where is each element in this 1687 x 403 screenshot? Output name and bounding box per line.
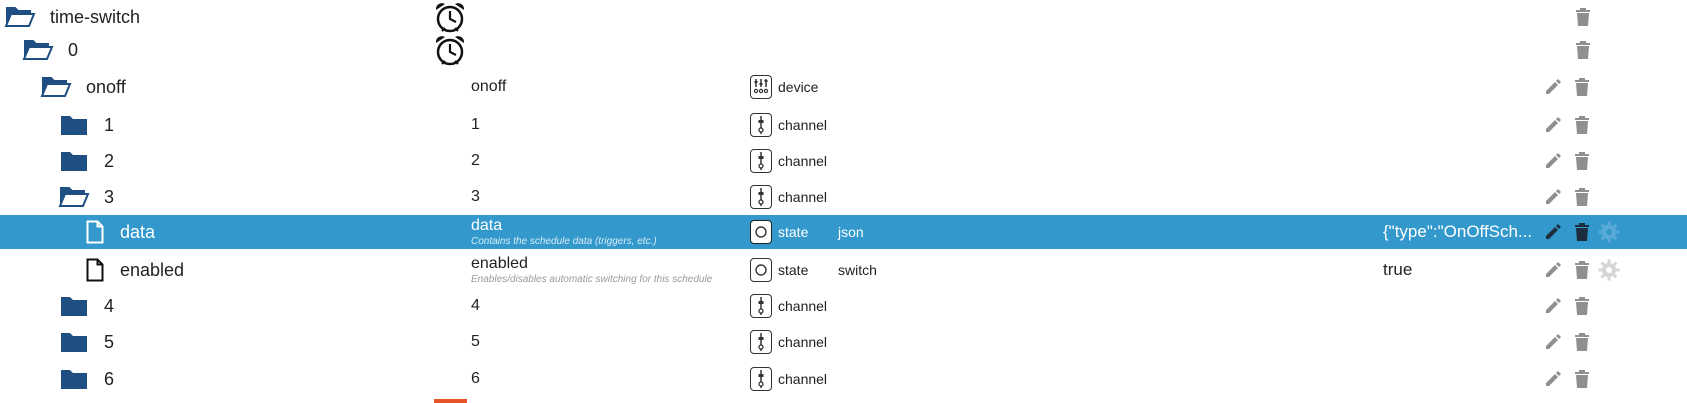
object-type: device — [778, 79, 819, 95]
object-value[interactable]: true — [1383, 260, 1413, 279]
edit-icon[interactable] — [1541, 367, 1565, 391]
delete-icon[interactable] — [1570, 294, 1594, 318]
folder-open-icon[interactable] — [58, 185, 90, 209]
delete-icon[interactable] — [1570, 367, 1594, 391]
tree-row-label: data — [120, 221, 156, 242]
folder-open-icon[interactable] — [40, 75, 72, 99]
object-type: channel — [778, 153, 828, 169]
delete-icon[interactable] — [1570, 185, 1594, 209]
object-name: 4 — [471, 297, 480, 314]
tree-row-5[interactable]: 5 5 channel — [0, 325, 1687, 359]
tree-row-onoff[interactable]: onoff onoff device — [0, 70, 1687, 104]
state-icon — [750, 258, 772, 282]
alarm-clock-icon — [433, 33, 467, 67]
alarm-clock-icon — [433, 0, 467, 34]
object-role: json — [838, 224, 864, 240]
delete-icon[interactable] — [1570, 330, 1594, 354]
edit-icon[interactable] — [1541, 294, 1565, 318]
tree-row-label: 4 — [104, 295, 115, 316]
delete-icon[interactable] — [1570, 113, 1594, 137]
file-icon — [84, 219, 106, 245]
object-name: enabled — [471, 254, 528, 272]
object-name: 2 — [471, 152, 480, 169]
object-type: channel — [778, 371, 828, 387]
scroll-indicator — [434, 399, 467, 403]
object-name: 5 — [471, 333, 480, 350]
folder-icon[interactable] — [58, 294, 90, 318]
tree-row-2[interactable]: 2 2 channel — [0, 144, 1687, 178]
channel-icon — [750, 367, 772, 391]
tree-row-label: 0 — [68, 39, 79, 60]
object-type: state — [778, 262, 809, 278]
object-name: onoff — [471, 78, 507, 95]
folder-icon[interactable] — [58, 149, 90, 173]
tree-row-label: onoff — [86, 76, 126, 97]
edit-icon[interactable] — [1541, 185, 1565, 209]
delete-icon[interactable] — [1570, 258, 1594, 282]
delete-icon[interactable] — [1570, 149, 1594, 173]
gear-icon[interactable] — [1597, 220, 1621, 244]
object-value[interactable]: {"type":"OnOffSch... — [1383, 222, 1533, 241]
tree-row-label: 1 — [104, 114, 115, 135]
channel-icon — [750, 113, 772, 137]
tree-row-label: time-switch — [50, 6, 141, 27]
tree-row-enabled[interactable]: enabled enabled Enables/disables automat… — [0, 253, 1687, 287]
object-type: channel — [778, 117, 828, 133]
object-role: switch — [838, 262, 877, 278]
tree-row-0[interactable]: 0 — [0, 33, 1687, 67]
object-name: 3 — [471, 188, 480, 205]
tree-row-1[interactable]: 1 1 channel — [0, 108, 1687, 142]
delete-icon[interactable] — [1571, 38, 1595, 62]
gear-icon[interactable] — [1597, 258, 1621, 282]
state-icon — [750, 220, 772, 244]
object-name: data — [471, 216, 503, 234]
delete-icon[interactable] — [1570, 220, 1594, 244]
tree-row-label: 3 — [104, 186, 115, 207]
tree-row-label: 6 — [104, 368, 115, 389]
tree-row-6[interactable]: 6 6 channel — [0, 362, 1687, 396]
edit-icon[interactable] — [1541, 220, 1565, 244]
object-description: Contains the schedule data (triggers, et… — [471, 235, 657, 247]
channel-icon — [750, 330, 772, 354]
edit-icon[interactable] — [1541, 258, 1565, 282]
object-type: channel — [778, 189, 828, 205]
file-icon — [84, 257, 106, 283]
channel-icon — [750, 185, 772, 209]
folder-icon[interactable] — [58, 113, 90, 137]
tree-row-time-switch[interactable]: time-switch — [0, 0, 1687, 34]
folder-open-icon[interactable] — [4, 5, 36, 29]
tree-row-label: 2 — [104, 150, 115, 171]
delete-icon[interactable] — [1571, 5, 1595, 29]
object-name: 6 — [471, 370, 480, 387]
edit-icon[interactable] — [1541, 113, 1565, 137]
folder-icon[interactable] — [58, 367, 90, 391]
tree-row-label: 5 — [104, 331, 115, 352]
object-name: 1 — [471, 116, 480, 133]
delete-icon[interactable] — [1570, 75, 1594, 99]
edit-icon[interactable] — [1541, 75, 1565, 99]
tree-row-3[interactable]: 3 3 channel — [0, 180, 1687, 214]
object-type: state — [778, 224, 809, 240]
edit-icon[interactable] — [1541, 330, 1565, 354]
object-type: channel — [778, 298, 828, 314]
device-icon — [750, 75, 772, 99]
folder-open-icon[interactable] — [22, 38, 54, 62]
edit-icon[interactable] — [1541, 149, 1565, 173]
channel-icon — [750, 149, 772, 173]
tree-row-label: enabled — [120, 259, 185, 280]
tree-row-data[interactable]: data data Contains the schedule data (tr… — [0, 215, 1687, 249]
tree-row-4[interactable]: 4 4 channel — [0, 289, 1687, 323]
folder-icon[interactable] — [58, 330, 90, 354]
object-description: Enables/disables automatic switching for… — [471, 273, 713, 285]
object-type: channel — [778, 334, 828, 350]
channel-icon — [750, 294, 772, 318]
